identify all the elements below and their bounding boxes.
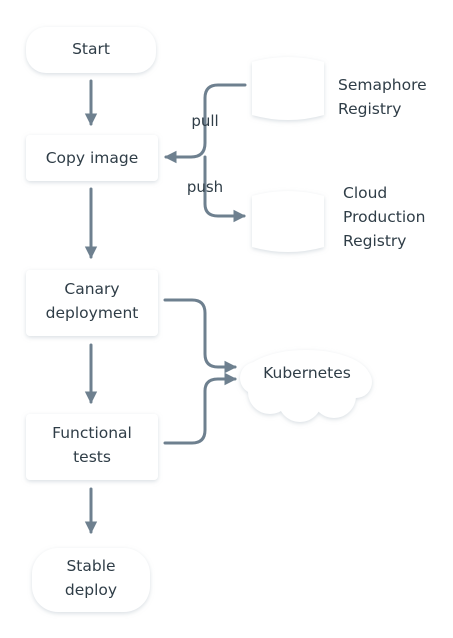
start-node — [26, 27, 156, 73]
pull-connector — [164, 83, 247, 164]
push-label: push — [180, 175, 230, 199]
semaphore-registry-cylinder — [252, 57, 324, 120]
canary-deployment-node — [26, 270, 158, 336]
kubernetes-cloud — [240, 350, 372, 422]
kubernetes-text: Kubernetes — [263, 364, 351, 382]
cloud-line-3: Registry — [343, 232, 407, 250]
cloud-registry-cylinder — [252, 191, 324, 252]
canary-to-kubernetes-arrow — [163, 298, 237, 374]
start-text: Start — [72, 40, 110, 58]
start-label: Start — [26, 37, 156, 61]
canary-line-1: Canary — [64, 280, 120, 298]
semaphore-line-2: Registry — [338, 100, 402, 118]
functional-tests-node — [26, 414, 158, 480]
stable-line-2: deploy — [64, 581, 118, 599]
pull-text: pull — [191, 112, 219, 130]
cloud-line-2: Production — [343, 208, 426, 226]
stable-deploy-node — [32, 548, 150, 612]
canary-line-2: deployment — [45, 304, 139, 322]
cloud-line-1: Cloud — [343, 184, 388, 202]
stable-deploy-label: Stable deploy — [32, 554, 150, 602]
kubernetes-label: Kubernetes — [246, 361, 368, 385]
copy-image-text: Copy image — [45, 149, 139, 167]
copy-image-node — [26, 135, 158, 181]
functional-tests-label: Functional tests — [22, 421, 162, 469]
semaphore-registry-label: Semaphore Registry — [338, 73, 448, 121]
stable-line-1: Stable — [66, 557, 116, 575]
functional-line-2: tests — [73, 448, 111, 466]
functional-to-kubernetes-arrow — [163, 372, 237, 445]
push-connector — [203, 155, 246, 223]
semaphore-line-1: Semaphore — [338, 76, 427, 94]
canary-deployment-label: Canary deployment — [22, 277, 162, 325]
cloud-registry-label: Cloud Production Registry — [343, 181, 448, 253]
push-text: push — [186, 178, 224, 196]
copy-image-label: Copy image — [22, 146, 162, 170]
functional-line-1: Functional — [52, 424, 132, 442]
pull-label: pull — [182, 109, 228, 133]
